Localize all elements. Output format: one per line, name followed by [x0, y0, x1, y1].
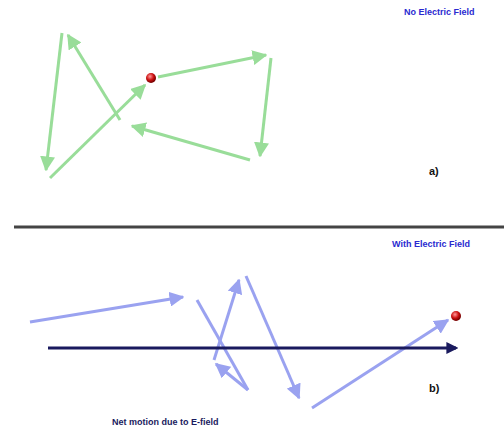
panel-heading: With Electric Field — [392, 240, 470, 250]
separator-line — [14, 226, 504, 229]
panel-heading: No Electric Field — [404, 8, 475, 18]
panel-letter: b) — [429, 382, 439, 394]
path-line — [197, 300, 248, 390]
path-arrow — [68, 35, 120, 120]
path-arrow — [158, 55, 266, 77]
net-motion-arrow — [48, 347, 456, 350]
caption-note: Net motion due to E-field — [112, 418, 219, 428]
path-arrow — [132, 126, 250, 160]
path-arrow — [312, 320, 448, 408]
path-arrow — [46, 33, 62, 170]
path-arrow — [216, 364, 248, 390]
electron-dot — [451, 311, 461, 321]
path-arrow — [50, 85, 145, 178]
panel-letter: a) — [429, 165, 439, 177]
path-arrow — [260, 58, 271, 156]
drift-walk — [30, 276, 448, 408]
random-walk — [46, 33, 271, 178]
path-arrow — [30, 297, 183, 322]
electron-dot — [146, 73, 156, 83]
path-arrow — [246, 276, 299, 398]
